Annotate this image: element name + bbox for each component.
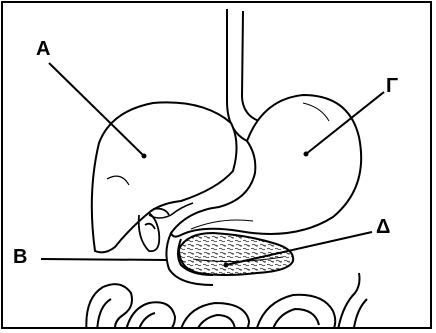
- diagram-frame: Α Γ Δ Β: [1, 1, 432, 329]
- dot-d: [224, 263, 229, 268]
- esophagus: [227, 9, 259, 141]
- label-a: Α: [36, 39, 50, 59]
- intestines: [86, 273, 367, 329]
- leader-line-b: [41, 259, 167, 260]
- dot-g: [304, 152, 309, 157]
- dot-a: [142, 154, 147, 159]
- label-g: Γ: [386, 76, 398, 96]
- label-d: Δ: [376, 217, 390, 237]
- digestive-system-illustration: [3, 3, 432, 329]
- label-b: Β: [13, 247, 27, 267]
